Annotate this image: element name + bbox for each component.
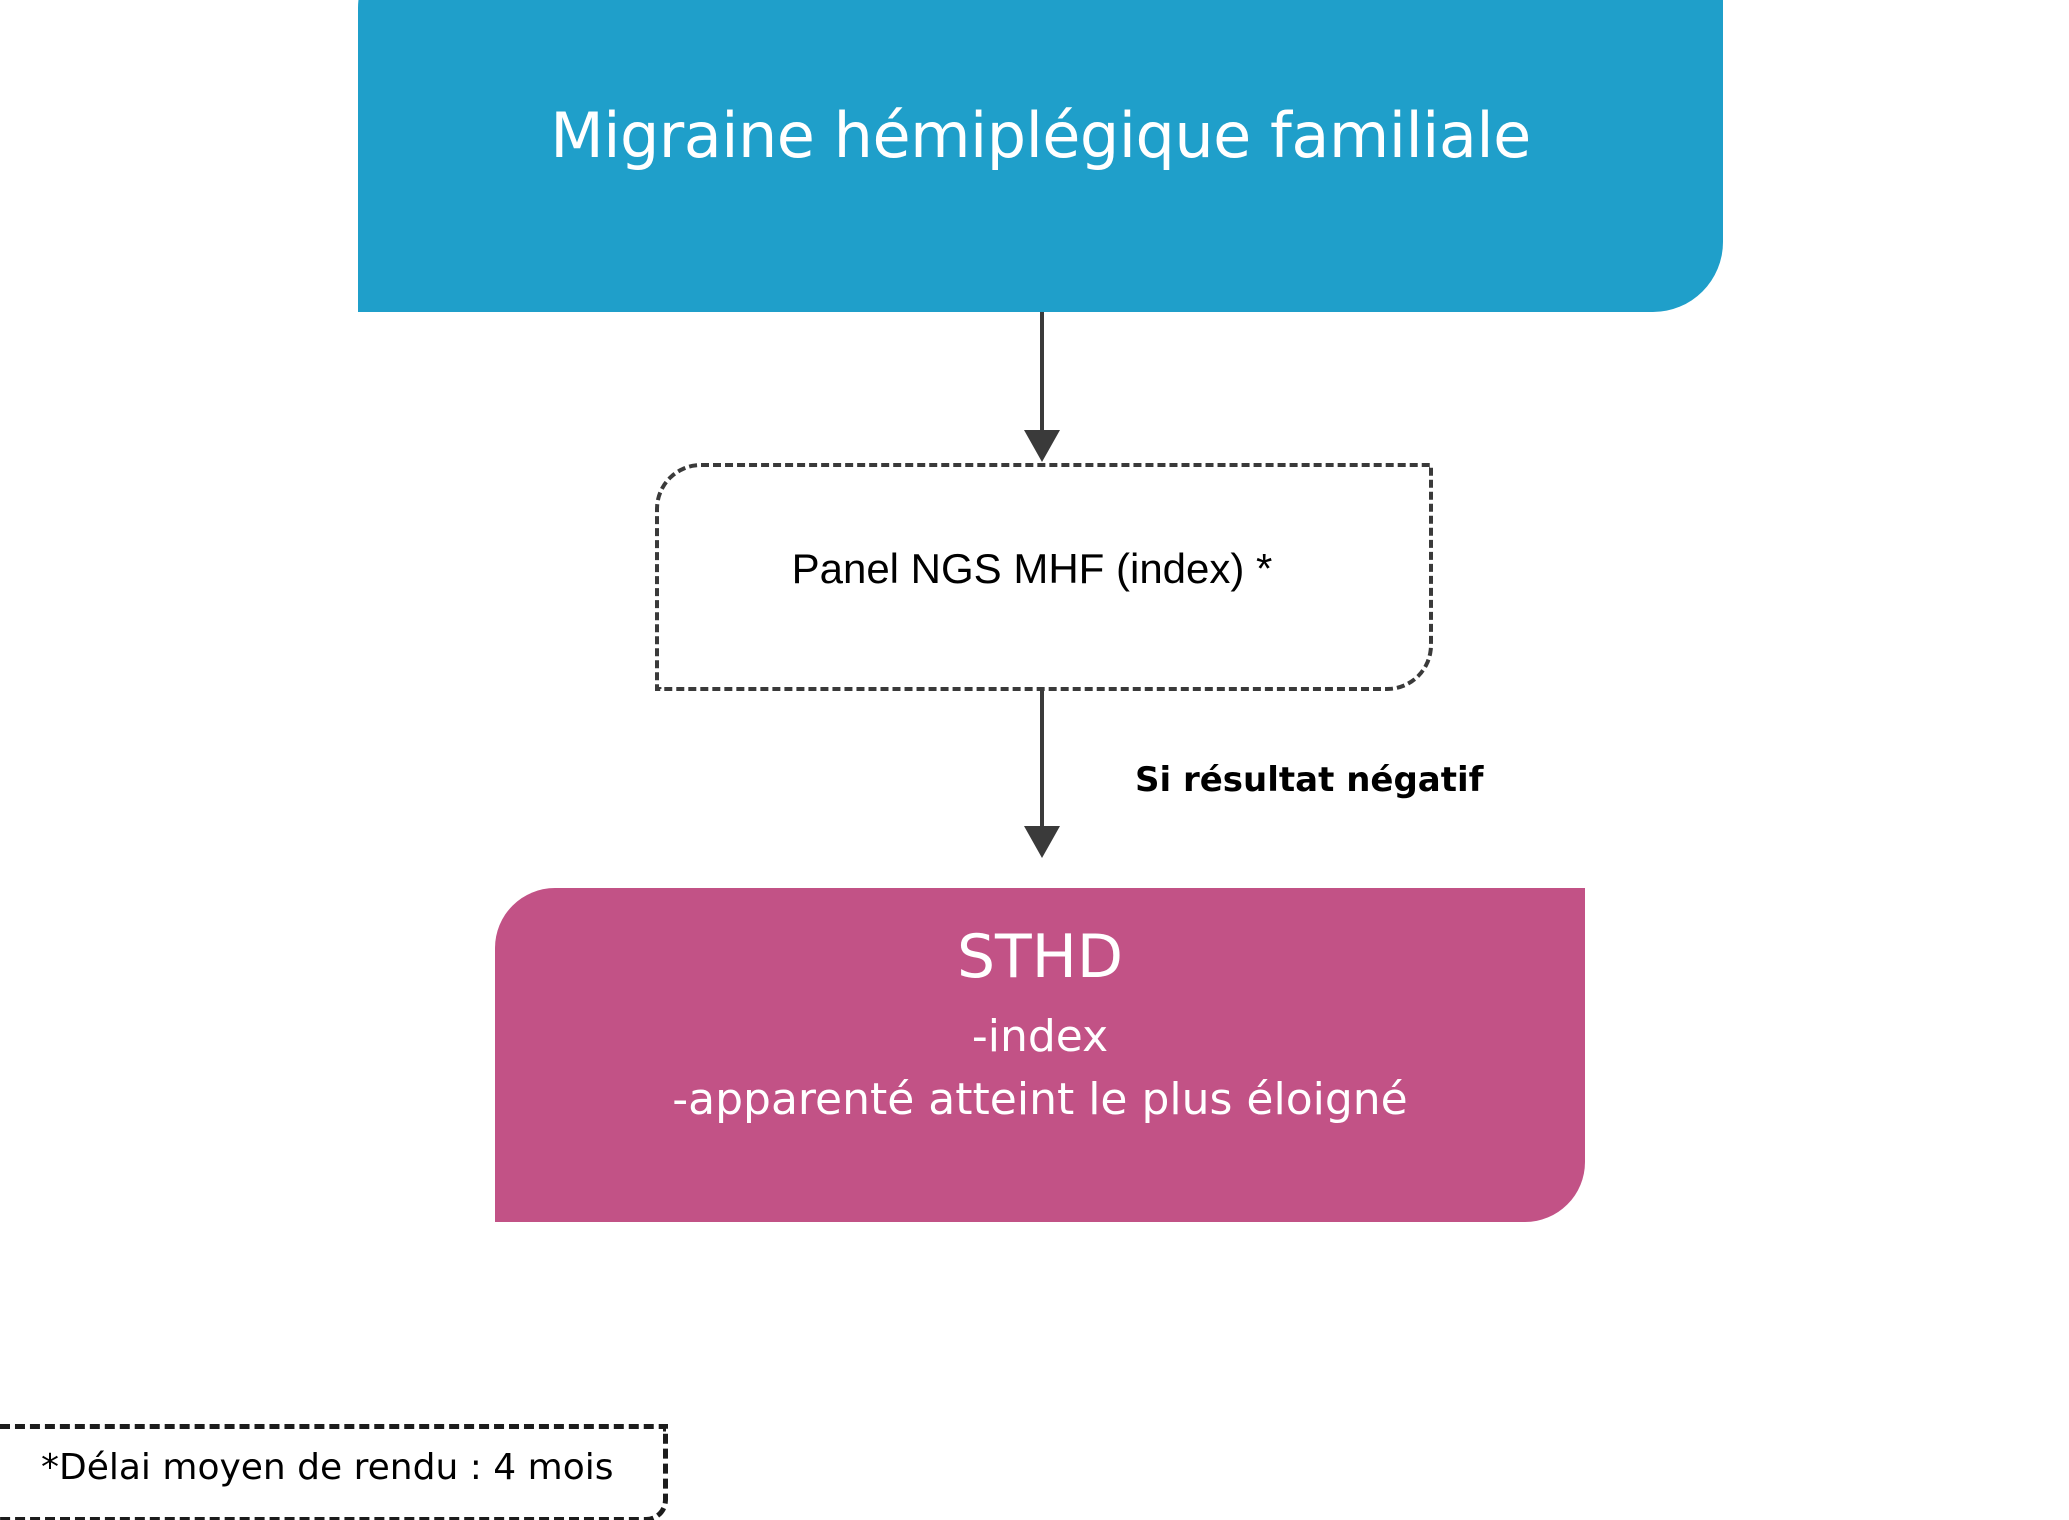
result-box: STHD -index -apparenté atteint le plus é… bbox=[495, 888, 1585, 1222]
arrow-line bbox=[1040, 312, 1044, 434]
test-box: Panel NGS MHF (index) * bbox=[655, 463, 1433, 691]
arrow-head-icon bbox=[1024, 430, 1060, 462]
title-box-label: Migraine hémiplégique familiale bbox=[550, 98, 1531, 172]
result-box-line-1: -index bbox=[971, 1011, 1109, 1062]
arrow-label-negative-result: Si résultat négatif bbox=[1135, 760, 1484, 800]
footnote-label: *Délai moyen de rendu : 4 mois bbox=[41, 1447, 614, 1488]
arrow-head-icon bbox=[1024, 826, 1060, 858]
result-box-line-2: -apparenté atteint le plus éloigné bbox=[672, 1074, 1408, 1125]
footnote-box: *Délai moyen de rendu : 4 mois bbox=[0, 1424, 668, 1520]
test-box-label: Panel NGS MHF (index) * bbox=[791, 545, 1273, 592]
result-box-title: STHD bbox=[956, 922, 1124, 992]
title-box: Migraine hémiplégique familiale bbox=[358, 0, 1723, 312]
arrow-line bbox=[1040, 690, 1044, 830]
